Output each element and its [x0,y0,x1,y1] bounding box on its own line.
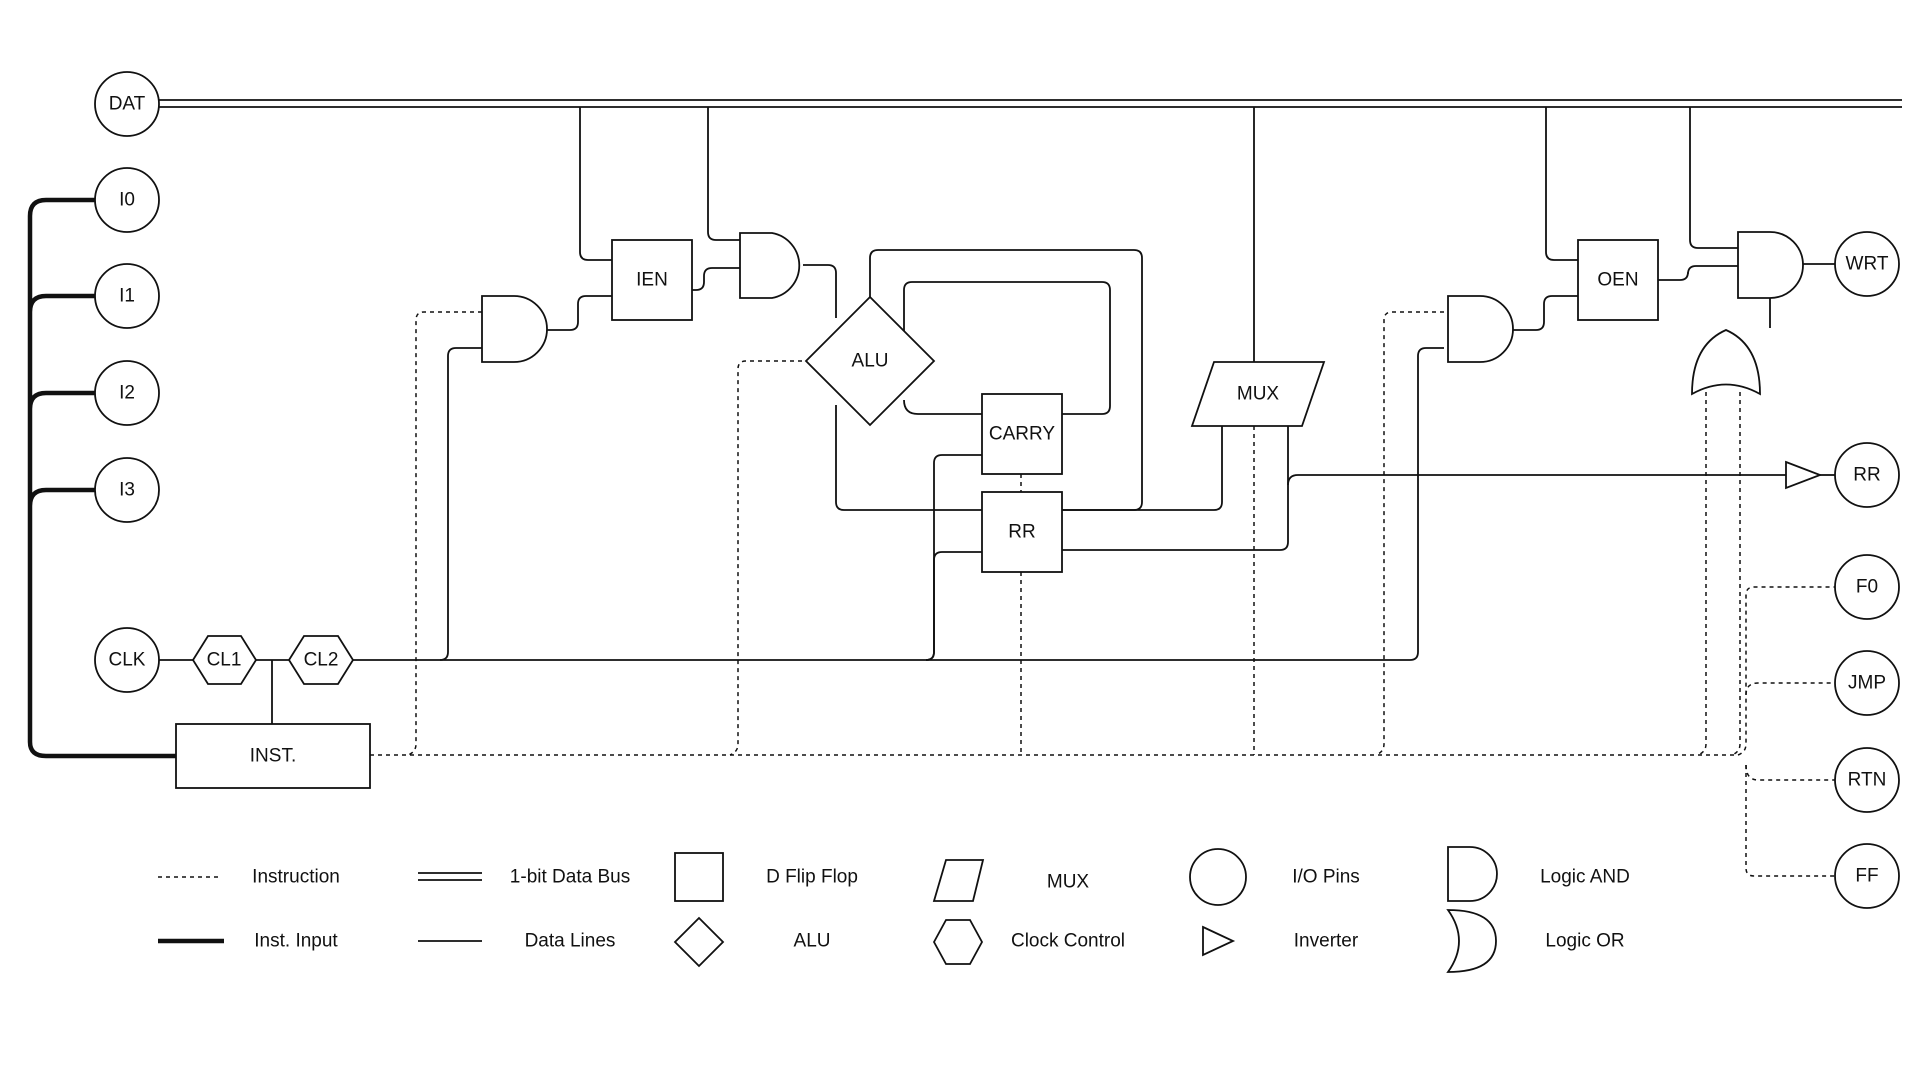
pin-ff [1834,843,1900,909]
legend-and-swatch [1447,846,1498,902]
legend-io-pins-label: I/O Pins [1292,867,1360,888]
pin-jmp-label: JMP [1848,673,1886,694]
and-gate-clock-ien [481,295,548,363]
oen-label: OEN [1597,270,1638,291]
legend-or-swatch [1446,909,1497,973]
pin-rr-label: RR [1853,465,1880,486]
cl2-label: CL2 [304,650,339,671]
pin-i2 [94,360,160,426]
legend-inst-input-label: Inst. Input [254,931,338,952]
legend-io-pin-swatch [1189,848,1247,906]
pin-f0 [1834,554,1900,620]
legend-clock-control-label: Clock Control [1011,931,1125,952]
pin-clk-label: CLK [109,650,146,671]
pin-ff-label: FF [1855,866,1878,887]
pin-i2-label: I2 [119,383,135,404]
pin-f0-label: F0 [1856,577,1878,598]
legend-mux-label: MUX [1047,872,1090,893]
legend-alu-swatch [673,916,725,968]
pin-i3-label: I3 [119,480,135,501]
legend-mux-swatch [932,859,985,902]
legend-flip-flop-label: D Flip Flop [766,867,858,888]
legend-clock-control-swatch [932,919,984,965]
instruction-input-bus [27,197,176,759]
pin-i3 [94,457,160,523]
pin-i1-label: I1 [119,286,135,307]
oen-flip-flop [1577,239,1659,321]
inst-label: INST. [250,746,296,767]
or-gate-wrt [1691,329,1761,396]
mux-label: MUX [1237,384,1280,405]
instruction-register [175,723,371,789]
pin-wrt-label: WRT [1846,254,1889,275]
pin-i1 [94,263,160,329]
rr-flip-flop [981,491,1063,573]
alu-label: ALU [852,351,889,372]
legend-data-lines-label: Data Lines [525,931,616,952]
legend-data-bus-label: 1-bit Data Bus [510,867,630,888]
inverter-rr [1785,460,1823,490]
legend-alu-label: ALU [794,931,831,952]
carry-flip-flop [981,393,1063,475]
data-lines [158,107,1836,724]
cl1-label: CL1 [207,650,242,671]
alu-diamond [804,295,936,427]
pin-dat [94,71,160,137]
and-gate-bus-alu [739,232,801,299]
legend-inverter-swatch [1202,925,1236,957]
pin-rr [1834,442,1900,508]
legend-instruction-label: Instruction [252,867,340,888]
legend: Instruction Inst. Input 1-bit Data Bus D… [158,846,1630,973]
pin-rtn [1834,747,1900,813]
rr-block-label: RR [1008,522,1035,543]
pin-clk [94,627,160,693]
legend-flip-flop-swatch [674,852,724,902]
ien-flip-flop [611,239,693,321]
mux-block [1190,361,1326,427]
pin-i0-label: I0 [119,190,135,211]
legend-logic-or-label: Logic OR [1545,931,1624,952]
carry-label: CARRY [989,424,1055,445]
pin-jmp [1834,650,1900,716]
pin-i0 [94,167,160,233]
pin-dat-label: DAT [109,94,146,115]
io-pins: DAT I0 I1 I2 I3 CLK WRT RR F0 JMP RTN FF [94,71,1900,909]
and-gate-wrt [1737,231,1804,299]
clock-control-cl2 [287,635,355,685]
legend-inverter-label: Inverter [1294,931,1359,952]
data-bus [157,99,1902,108]
pin-rtn-label: RTN [1848,770,1887,791]
and-gate-clock-oen [1447,295,1514,363]
ien-label: IEN [636,270,668,291]
clock-control-cl1 [191,635,258,685]
pin-wrt [1834,231,1900,297]
instruction-lines [370,311,1836,877]
legend-logic-and-label: Logic AND [1540,867,1630,888]
